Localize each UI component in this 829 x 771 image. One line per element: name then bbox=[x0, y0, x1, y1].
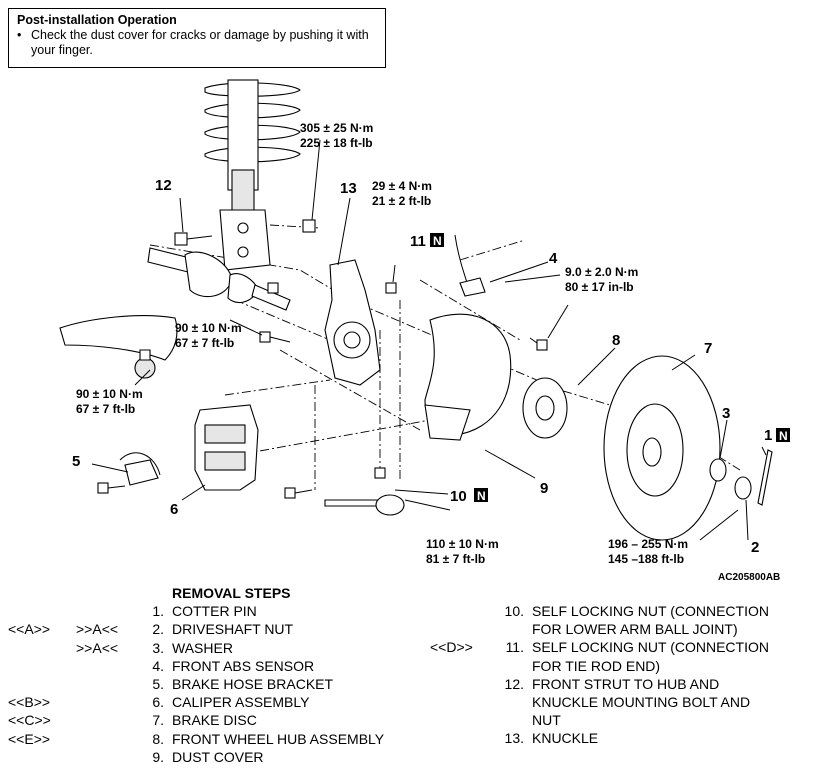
brake-disc bbox=[603, 355, 721, 541]
note-title: Post-installation Operation bbox=[17, 13, 177, 27]
torque-225-ftlb: 225 ± 18 ft-lb bbox=[300, 136, 373, 150]
new-part-icon-1 bbox=[776, 428, 790, 442]
list-item: <<B>> 6.CALIPER ASSEMBLY bbox=[8, 694, 310, 711]
torque-110-nm: 110 ± 10 N·m bbox=[426, 537, 499, 551]
strut-assembly bbox=[204, 79, 301, 271]
callout-7: 7 bbox=[704, 340, 712, 357]
driveshaft bbox=[147, 247, 291, 311]
list-item: >>A<< 3.WASHER bbox=[76, 639, 233, 656]
torque-29-nm: 29 ± 4 N·m bbox=[372, 179, 432, 193]
callout-10: 10 bbox=[450, 488, 467, 505]
torque-90-nm-a: 90 ± 10 N·m bbox=[175, 321, 242, 335]
new-mark-10: N bbox=[477, 489, 486, 503]
removal-steps-right: 10.SELF LOCKING NUT (CONNECTION FOR LOWE… bbox=[430, 603, 769, 747]
figure-code: AC205800AB bbox=[718, 572, 780, 583]
callout-4: 4 bbox=[549, 250, 558, 267]
note-text: Check the dust cover for cracks or damag… bbox=[31, 28, 369, 57]
tie-rod bbox=[324, 494, 405, 516]
torque-145-ftlb: 145 –188 ft-lb bbox=[608, 552, 684, 566]
leader-lines bbox=[91, 139, 767, 541]
torque-21-ftlb: 21 ± 2 ft-lb bbox=[372, 194, 431, 208]
callout-8: 8 bbox=[612, 332, 620, 349]
list-item: 1.COTTER PIN bbox=[152, 603, 257, 620]
wheel-hub bbox=[522, 377, 568, 439]
list-item: <<A>>>>A<< 2.DRIVESHAFT NUT bbox=[8, 621, 294, 638]
callout-2: 2 bbox=[751, 539, 759, 556]
list-item: 10.SELF LOCKING NUT (CONNECTION bbox=[504, 603, 769, 619]
hose-bracket bbox=[119, 452, 161, 486]
removal-steps-heading: REMOVAL STEPS bbox=[172, 585, 291, 601]
knuckle bbox=[324, 259, 381, 386]
torque-80-inlb: 80 ± 17 in-lb bbox=[565, 280, 634, 294]
list-item: <<E>> 8.FRONT WHEEL HUB ASSEMBLY bbox=[8, 730, 385, 747]
list-item: 4.FRONT ABS SENSOR bbox=[152, 657, 315, 674]
bullet-icon: • bbox=[17, 28, 22, 42]
callout-5: 5 bbox=[72, 453, 80, 470]
callout-3: 3 bbox=[722, 405, 730, 422]
bolts bbox=[97, 219, 548, 499]
torque-305-nm: 305 ± 25 N·m bbox=[300, 121, 373, 135]
caliper bbox=[194, 404, 259, 491]
torque-67-ftlb-b: 67 ± 7 ft-lb bbox=[76, 402, 135, 416]
callout-6: 6 bbox=[170, 501, 178, 518]
torque-9-nm: 9.0 ± 2.0 N·m bbox=[565, 265, 638, 279]
torque-67-ftlb-a: 67 ± 7 ft-lb bbox=[175, 336, 234, 350]
dust-cover bbox=[424, 313, 512, 441]
new-mark-1: N bbox=[779, 429, 788, 443]
new-part-icon-10 bbox=[474, 488, 488, 502]
abs-sensor bbox=[454, 234, 486, 297]
torque-90-nm-b: 90 ± 10 N·m bbox=[76, 387, 143, 401]
callout-13: 13 bbox=[340, 180, 357, 197]
removal-steps-left: REMOVAL STEPS 1.COTTER PIN <<A>>>>A<< 2.… bbox=[8, 584, 384, 766]
list-item: 12.FRONT STRUT TO HUB AND bbox=[504, 675, 720, 692]
lower-arm bbox=[59, 315, 178, 379]
list-item: 5.BRAKE HOSE BRACKET bbox=[152, 676, 334, 693]
new-part-icon-11 bbox=[430, 233, 444, 247]
new-mark-11: N bbox=[433, 234, 442, 248]
callout-11: 11 bbox=[410, 233, 426, 250]
callout-9: 9 bbox=[540, 480, 548, 497]
post-installation-note: Post-installation Operation • Check the … bbox=[8, 8, 386, 68]
washer-nut-pin bbox=[709, 449, 773, 506]
list-item: <<D>> 11.SELF LOCKING NUT (CONNECTION bbox=[430, 639, 769, 656]
list-item: 9.DUST COVER bbox=[152, 748, 264, 765]
torque-196-nm: 196 – 255 N·m bbox=[608, 537, 688, 551]
list-item: <<C>> 7.BRAKE DISC bbox=[8, 712, 257, 729]
callout-1: 1 bbox=[764, 427, 772, 444]
list-item: 13.KNUCKLE bbox=[504, 730, 599, 747]
callout-12: 12 bbox=[155, 177, 172, 194]
torque-81-ftlb: 81 ± 7 ft-lb bbox=[426, 552, 485, 566]
